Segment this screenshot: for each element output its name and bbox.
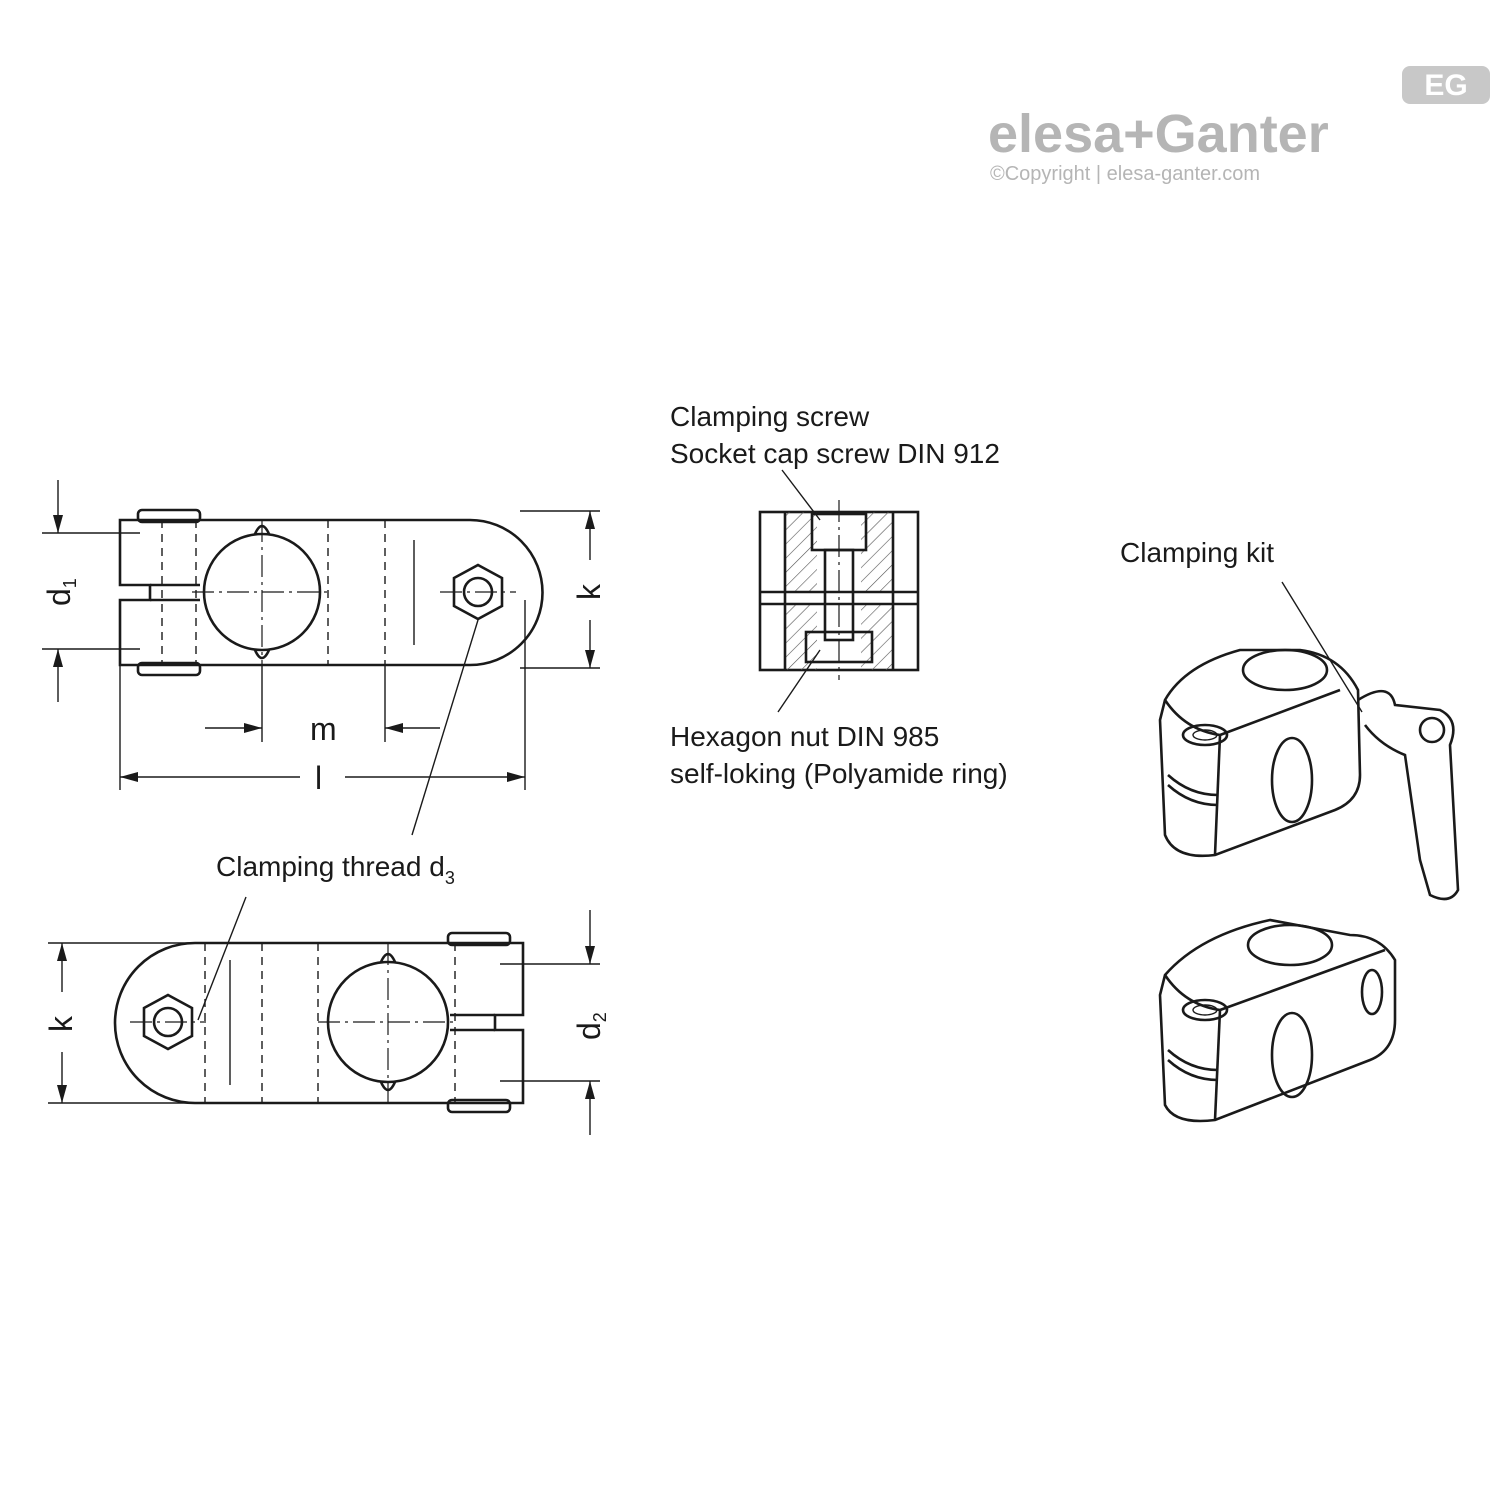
dim-l: l bbox=[315, 760, 322, 796]
brand-logo: EG elesa+Ganter ©Copyright | elesa-gante… bbox=[988, 66, 1490, 185]
label-clamping-kit: Clamping kit bbox=[1120, 537, 1274, 568]
dim-k-bottom: k bbox=[43, 1015, 79, 1032]
clamp-with-kit-3d bbox=[1158, 648, 1460, 901]
top-view-drawing: d1 k m l bbox=[41, 480, 607, 796]
label-self-locking: self-loking (Polyamide ring) bbox=[670, 758, 1008, 789]
eg-badge-icon bbox=[1402, 66, 1490, 104]
clamp-3d bbox=[1158, 918, 1397, 1123]
label-clamping-thread: Clamping thread d3 bbox=[216, 851, 455, 888]
section-view-drawing bbox=[758, 500, 920, 680]
label-clamping-screw: Clamping screw bbox=[670, 401, 870, 432]
dim-d2: d2 bbox=[571, 1012, 610, 1040]
eg-badge-text: EG bbox=[1424, 69, 1467, 102]
label-hex-nut: Hexagon nut DIN 985 bbox=[670, 721, 939, 752]
dim-m: m bbox=[310, 711, 337, 747]
dim-d1: d1 bbox=[41, 578, 80, 606]
bottom-view-drawing: k d2 bbox=[43, 910, 610, 1135]
brand-copyright: ©Copyright | elesa-ganter.com bbox=[990, 163, 1260, 185]
dim-k-top: k bbox=[571, 583, 607, 600]
brand-name: elesa+Ganter bbox=[988, 104, 1329, 164]
label-socket-cap-screw: Socket cap screw DIN 912 bbox=[670, 438, 1000, 469]
